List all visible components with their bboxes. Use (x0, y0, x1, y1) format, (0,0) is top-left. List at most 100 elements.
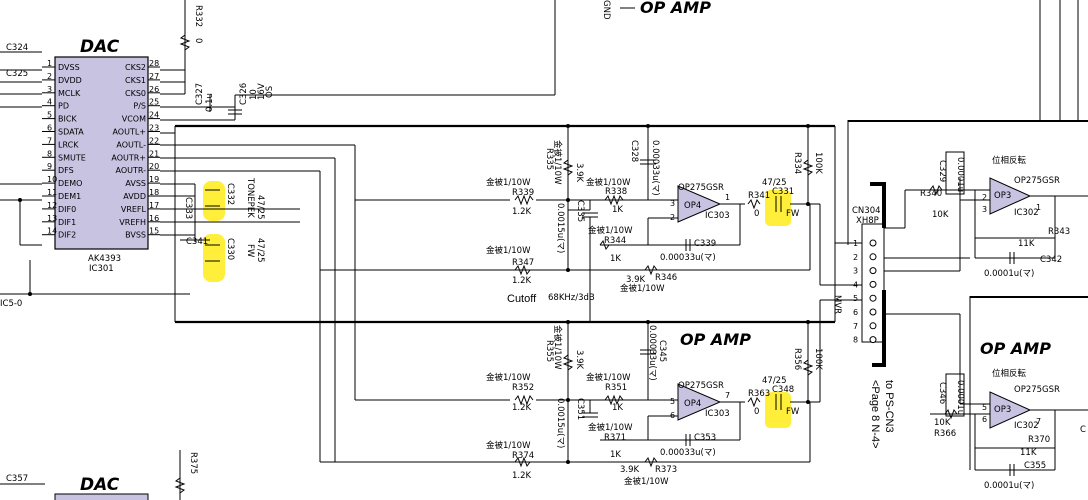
dac-right-pin-num: 17 (149, 201, 159, 210)
dac-left-pin-num: 10 (47, 175, 57, 184)
r352-value: 1.2K (512, 403, 532, 413)
cn304-pin-num: 4 (853, 280, 858, 289)
c342-label: C342 (1040, 255, 1062, 265)
r334-label: R334 (792, 152, 802, 174)
r371-value: 1K (610, 450, 621, 460)
cn304-pin-hole (869, 294, 877, 302)
c326-label: C326 (239, 83, 249, 105)
op3-bot-part: OP275GSR (1014, 385, 1060, 395)
filter-stage-bottom: OP AMP 金被1/10W R355 3.9K 金被1/10W R352 1.… (320, 320, 823, 487)
dac-right-pin-num: 26 (149, 85, 159, 94)
op3-top-ic: IC302 (1014, 208, 1039, 218)
svg-text:7: 7 (1036, 417, 1041, 426)
cn304-pin-hole (869, 280, 877, 288)
dac-right-pin-name: BVSS (125, 231, 146, 240)
r363-value: 0 (754, 407, 759, 417)
svg-text:1: 1 (725, 193, 730, 202)
r356-value: 100K (813, 348, 823, 370)
r352-label: R352 (512, 383, 534, 393)
dac-right-pin-name: AOUTR+ (111, 153, 146, 162)
dac-left-pin-name: DIF0 (58, 205, 76, 214)
dac-bottom-title: DAC (80, 475, 120, 495)
to-ps-label: to PS-CN3 (883, 380, 895, 433)
op-amp-right-title: OP AMP (980, 339, 1051, 358)
cn304-pin-num: 7 (853, 322, 858, 331)
c326-value: 10 (249, 89, 259, 100)
r335-label: R335 (544, 148, 554, 170)
dac-left-pin-name: DVDD (58, 76, 82, 85)
r355-label: R355 (544, 340, 554, 362)
dac-right-pin-name: P/S (133, 102, 146, 111)
svg-text:6: 6 (982, 415, 987, 424)
cn304-pin-num: 1 (853, 239, 858, 248)
r344-note: 金被1/10W (588, 225, 633, 236)
dac-left-pin-name: LRCK (58, 140, 79, 149)
highlight-c332 (203, 181, 225, 221)
r338-note: 金被1/10W (586, 177, 631, 188)
r373-note: 金被1/10W (624, 476, 669, 487)
op4-top-part: OP275GSR (678, 183, 724, 193)
r341-label: R341 (748, 191, 770, 201)
c332-label: C332 (225, 183, 235, 205)
r347-value: 1.2K (512, 276, 532, 286)
svg-text:7: 7 (725, 391, 730, 400)
r370-value: 11K (1020, 448, 1037, 458)
dac-right-pin-num: 23 (149, 124, 159, 133)
dac-right-pin-name: AOUTL- (116, 140, 146, 149)
dac-right-pin-name: VREFL (121, 205, 147, 214)
r332-label: R332 (193, 5, 203, 27)
c331-fw: FW (786, 209, 800, 219)
c348-label: C348 (772, 385, 794, 395)
cutoff-label: Cutoff (507, 293, 537, 305)
c353-label: C353 (694, 433, 716, 443)
gnd-label: GND (601, 0, 611, 20)
r335-note: 金被1/10W (552, 140, 563, 185)
r363-label: R363 (748, 389, 770, 399)
c325-label: C325 (6, 69, 28, 79)
fw-label: FW (245, 244, 255, 258)
cn304-pin-hole (869, 308, 877, 316)
dac-left-pin-name: SMUTE (58, 153, 86, 162)
op4-bot-part: OP275GSR (678, 381, 724, 391)
dac-right-pin-name: AVSS (125, 179, 146, 188)
cn304-label: CN304 (852, 206, 881, 216)
dac-right-pin-num: 15 (149, 227, 159, 236)
r341-value: 0 (754, 209, 759, 219)
fw-value: 47/25 (255, 238, 265, 263)
c345-value: 0.00033u(マ) (647, 325, 657, 381)
r343-value: 11K (1018, 239, 1035, 249)
svg-text:3: 3 (670, 199, 675, 208)
dac-right-pin-num: 27 (149, 72, 159, 81)
r370-label: R370 (1028, 435, 1050, 445)
r347-label: R347 (512, 258, 534, 268)
c-edge-label: C (1080, 425, 1086, 435)
r334-value: 100K (813, 152, 823, 174)
r346-note: 金被1/10W (620, 283, 665, 294)
dac-left-pin-num: 3 (47, 85, 52, 94)
op4-top-label: OP4 (684, 201, 701, 211)
cn304-pin-num: 5 (853, 294, 858, 303)
r366-label: R366 (934, 429, 956, 439)
r351-value: 1K (612, 403, 623, 413)
r344-label: R344 (604, 236, 626, 246)
dac-left-pin-name: PD (58, 102, 69, 111)
dac-left-pin-num: 14 (47, 227, 57, 236)
dac-right-pin-num: 25 (149, 98, 159, 107)
highlight-c348 (765, 392, 791, 428)
svg-text:5: 5 (982, 403, 987, 412)
dac-left-pin-num: 8 (47, 149, 52, 158)
r374-value: 1.2K (512, 471, 532, 481)
cn304-pin-hole (869, 322, 877, 330)
dac-left-pin-name: DEM1 (58, 192, 81, 201)
phase-bot-label: 位相反転 (992, 368, 1027, 379)
svg-text:2: 2 (982, 193, 987, 202)
ic5-label: IC5-0 (0, 299, 22, 309)
r332-value: 0 (193, 38, 203, 43)
op-amp-center-title: OP AMP (680, 330, 751, 349)
c328-label: C328 (629, 140, 639, 162)
bus-lines (160, 124, 835, 462)
